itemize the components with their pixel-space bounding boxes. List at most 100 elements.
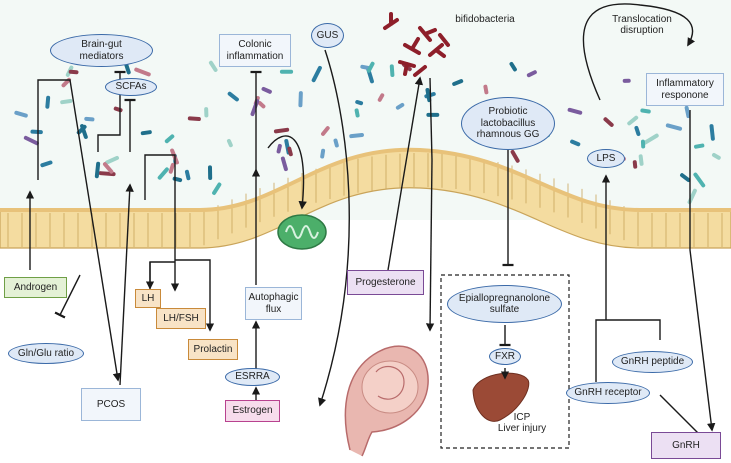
colonic-inflammation-node: Colonic inflammation <box>219 34 291 67</box>
bacterium <box>273 127 290 134</box>
scfas-node: SCFAs <box>105 78 157 96</box>
inflammatory-response-node: Inflammatory responone <box>646 73 724 106</box>
bacterium <box>311 65 322 83</box>
brain-gut-mediators-node: Brain-gut mediators <box>50 34 153 67</box>
androgen-node: Androgen <box>4 277 67 298</box>
gln-glu-ratio-node: Gln/Glu ratio <box>8 343 84 364</box>
bacterium <box>187 116 201 122</box>
bacterium <box>164 134 175 144</box>
bacterium <box>298 91 303 108</box>
bacterium <box>157 167 169 180</box>
bacterium <box>14 110 28 118</box>
bacterium <box>208 60 218 72</box>
bacterium <box>321 126 330 136</box>
bacterium <box>80 124 88 139</box>
bacterium <box>711 152 721 160</box>
lh-fsh-node: LH/FSH <box>156 308 206 329</box>
bacterium <box>23 135 39 146</box>
bacterium <box>693 172 706 188</box>
gut-bacteria <box>14 60 721 205</box>
bacterium <box>168 162 175 174</box>
gnrh-peptide-node: GnRH peptide <box>612 351 693 373</box>
bacterium <box>276 143 282 154</box>
bacterium <box>634 125 641 137</box>
bacterium <box>354 108 360 118</box>
bacterium <box>426 112 440 117</box>
bacterium <box>709 124 715 141</box>
bacterium <box>84 116 95 122</box>
bacterium <box>680 173 691 183</box>
bacterium <box>638 154 644 166</box>
bacterium <box>570 139 581 147</box>
bacterium <box>204 107 209 118</box>
pregnant-uterus-icon <box>344 345 429 457</box>
bacterium <box>261 86 272 94</box>
bacterium <box>509 61 517 72</box>
bacterium <box>140 130 152 136</box>
bacterium <box>366 61 375 73</box>
mitochondrion-icon <box>277 214 327 250</box>
bacterium <box>526 70 537 78</box>
bacterium <box>226 138 233 148</box>
bacterium <box>68 69 79 75</box>
bacterium <box>483 84 489 95</box>
bacterium <box>665 123 683 131</box>
bacterium <box>320 148 326 159</box>
icp-liver-injury-label: ICP Liver injury <box>497 411 547 435</box>
gnrh-node: GnRH <box>651 432 721 459</box>
bacterium <box>377 93 385 102</box>
fxr-node: FXR <box>489 348 521 365</box>
pathway-arrows <box>25 3 716 436</box>
prolactin-node: Prolactin <box>188 339 238 360</box>
bacterium <box>102 162 114 174</box>
bacterium <box>94 161 101 179</box>
bacterium <box>510 150 520 163</box>
bacterium <box>184 169 191 181</box>
bacterium <box>389 64 395 78</box>
bacterium <box>355 100 364 106</box>
bacterium <box>40 160 53 168</box>
bacterium <box>349 132 364 139</box>
bacterium <box>632 160 638 169</box>
liver-icon <box>472 372 530 422</box>
bacterium <box>684 105 691 119</box>
bacterium <box>45 95 51 109</box>
lps-node: LPS <box>587 149 625 168</box>
gus-node: GUS <box>311 23 344 48</box>
bacterium <box>640 139 646 149</box>
bacterium <box>622 78 631 83</box>
bacterium <box>627 115 639 126</box>
bacterium <box>227 91 239 102</box>
bifidobacteria-icon <box>383 12 450 77</box>
bacterium <box>60 99 73 105</box>
bacterium <box>279 69 294 74</box>
bacterium <box>257 101 266 109</box>
bacterium <box>333 138 339 148</box>
esrra-node: ESRRA <box>225 368 280 386</box>
bacterium <box>104 155 120 165</box>
bifidobacteria-label: bifidobacteria <box>455 14 515 26</box>
bacterium <box>640 108 651 114</box>
bacterium <box>395 102 405 110</box>
bacterium <box>207 165 213 180</box>
gnrh-receptor-node: GnRH receptor <box>566 382 650 404</box>
icp-dashed-box <box>440 274 570 449</box>
bacterium <box>280 156 288 172</box>
pcos-node: PCOS <box>81 388 141 421</box>
bacterium <box>212 182 222 195</box>
bacterium <box>642 133 659 145</box>
bacterium <box>134 67 151 77</box>
progesterone-node: Progesterone <box>347 270 424 295</box>
bacterium <box>452 79 464 86</box>
bacterium <box>567 107 583 115</box>
intestinal-epithelium <box>0 147 731 249</box>
epiallopregnanolone-node: Epiallopregnanolone sulfate <box>447 285 562 323</box>
bacterium <box>30 129 43 135</box>
bacterium <box>693 143 705 149</box>
bacterium <box>287 146 293 157</box>
autophagic-flux-node: Autophagic flux <box>245 287 302 320</box>
translocation-label: Translocation disruption <box>612 13 672 37</box>
probiotic-node: Probiotic lactobacillus rhamnous GG <box>461 97 555 150</box>
